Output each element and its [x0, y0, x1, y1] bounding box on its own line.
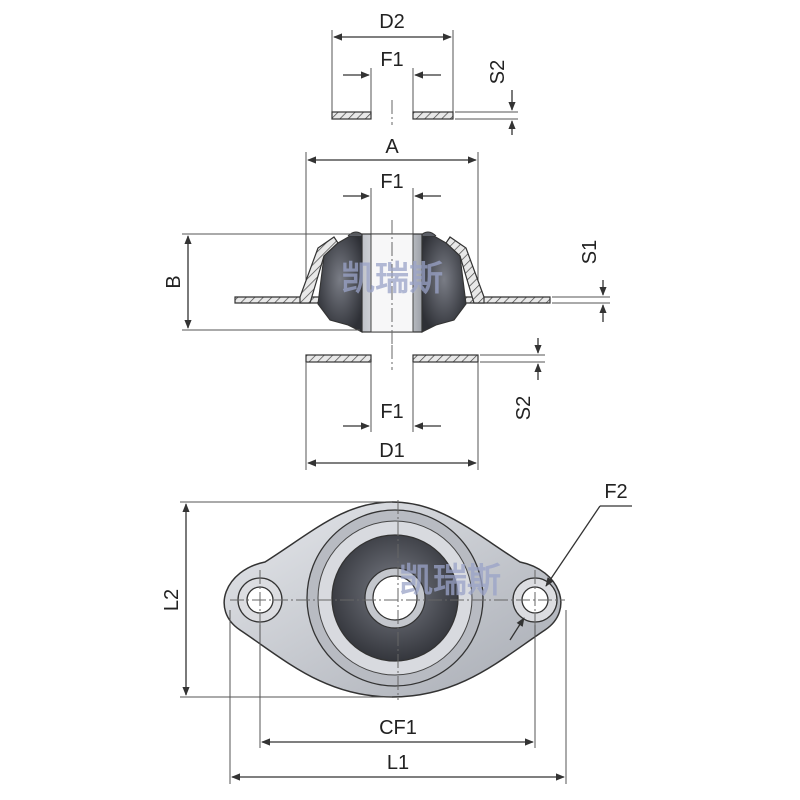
s1-label: S1 — [579, 240, 601, 264]
mount-section-view: A F1 B S1 凯瑞斯 — [163, 136, 610, 345]
cf1-label: CF1 — [379, 717, 417, 739]
f1-top-label: F1 — [380, 49, 403, 71]
b-label: B — [163, 275, 185, 288]
a-label: A — [385, 136, 399, 158]
f2-label: F2 — [604, 481, 627, 503]
mount-plan-view: L2 F2 CF1 L1 凯瑞斯 — [161, 481, 632, 784]
f1-bottom-label: F1 — [380, 401, 403, 423]
f1-mid-label: F1 — [380, 171, 403, 193]
center-bore — [372, 575, 418, 621]
watermark-mid: 凯瑞斯 — [341, 259, 443, 299]
top-washer-view: D2 F1 S2 — [331, 11, 518, 135]
watermark-plan: 凯瑞斯 — [399, 561, 501, 601]
d2-label: D2 — [379, 11, 405, 33]
l2-label: L2 — [161, 589, 183, 611]
bottom-washer-view: S2 F1 D1 — [305, 338, 545, 470]
s2-top-label: S2 — [487, 60, 509, 84]
l1-label: L1 — [387, 752, 409, 774]
s2-bottom-label: S2 — [513, 396, 535, 420]
d1-label: D1 — [379, 440, 405, 462]
